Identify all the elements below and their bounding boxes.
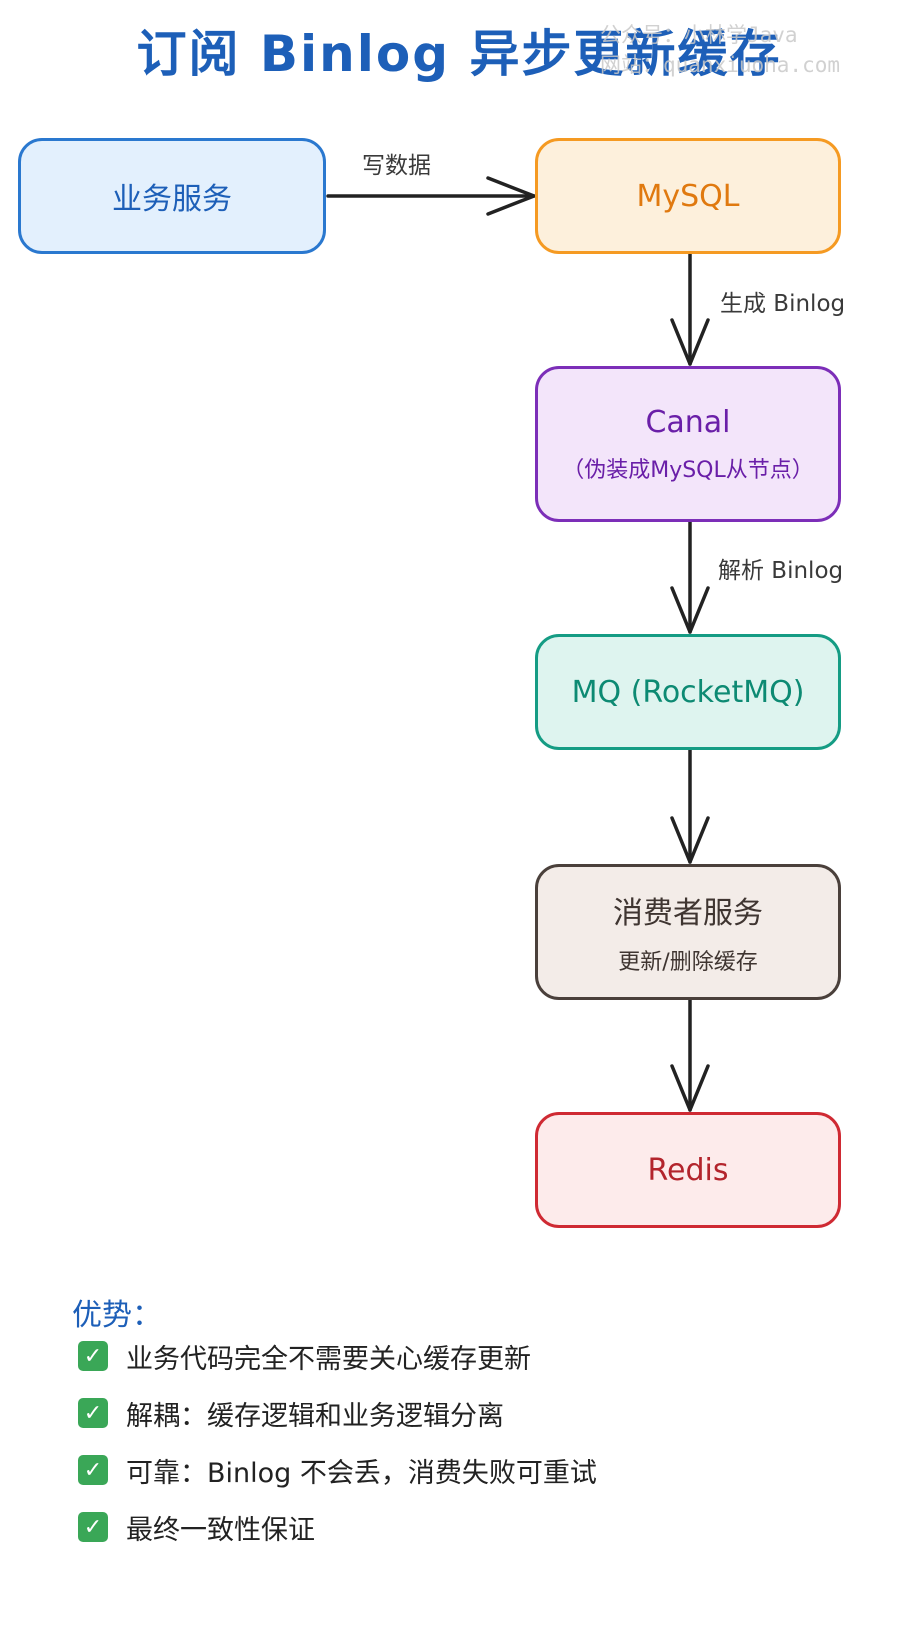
- advantage-item-text: 业务代码完全不需要关心缓存更新: [126, 1343, 531, 1375]
- edge-label-write: 写数据: [362, 153, 431, 179]
- node-consumer-service: 消费者服务 更新/删除缓存: [535, 864, 841, 1000]
- check-box-icon: ✓: [78, 1341, 108, 1371]
- advantage-item-text: 最终一致性保证: [126, 1514, 315, 1546]
- node-canal-sublabel: （伪装成MySQL从节点）: [562, 457, 814, 483]
- edge-label-generate-binlog: 生成 Binlog: [720, 291, 846, 317]
- advantage-item: ✓ 可靠：Binlog 不会丢，消费失败可重试: [78, 1450, 597, 1490]
- advantage-item: ✓ 业务代码完全不需要关心缓存更新: [78, 1336, 531, 1376]
- node-mq: MQ (RocketMQ): [535, 634, 841, 750]
- node-mysql-label: MySQL: [636, 178, 740, 214]
- check-box-icon: ✓: [78, 1398, 108, 1428]
- node-consumer-service-label: 消费者服务: [613, 896, 763, 931]
- node-mq-label: MQ (RocketMQ): [571, 674, 805, 710]
- watermark-line-2: 网站：quanxiuoha.com: [600, 53, 841, 77]
- node-canal-label: Canal: [645, 404, 731, 440]
- node-consumer-service-sublabel: 更新/删除缓存: [618, 950, 758, 975]
- node-canal: Canal （伪装成MySQL从节点）: [535, 366, 841, 522]
- arrow-business-to-mysql: [326, 176, 536, 216]
- node-business-service: 业务服务: [18, 138, 326, 254]
- arrow-consumer-to-redis: [670, 998, 710, 1112]
- check-box-icon: ✓: [78, 1512, 108, 1542]
- arrow-mysql-to-canal: [670, 252, 710, 366]
- advantage-item: ✓ 解耦：缓存逻辑和业务逻辑分离: [78, 1393, 504, 1433]
- advantage-item: ✓ 最终一致性保证: [78, 1507, 315, 1547]
- advantages-title: 优势：: [72, 1298, 162, 1333]
- arrow-mq-to-consumer: [670, 748, 710, 864]
- advantage-item-text: 解耦：缓存逻辑和业务逻辑分离: [126, 1400, 504, 1432]
- watermark: 公众号：小林学Java 网站：quanxiuoha.com: [600, 20, 840, 80]
- advantage-item-text: 可靠：Binlog 不会丢，消费失败可重试: [126, 1457, 597, 1489]
- arrow-canal-to-mq: [670, 520, 710, 634]
- node-business-service-label: 业务服务: [112, 182, 232, 217]
- edge-label-parse-binlog: 解析 Binlog: [718, 558, 844, 584]
- diagram-title: 订阅 Binlog 异步更新缓存: [136, 25, 782, 83]
- node-redis: Redis: [535, 1112, 841, 1228]
- node-redis-label: Redis: [647, 1152, 729, 1188]
- check-box-icon: ✓: [78, 1455, 108, 1485]
- node-mysql: MySQL: [535, 138, 841, 254]
- watermark-line-1: 公众号：小林学Java: [600, 23, 798, 47]
